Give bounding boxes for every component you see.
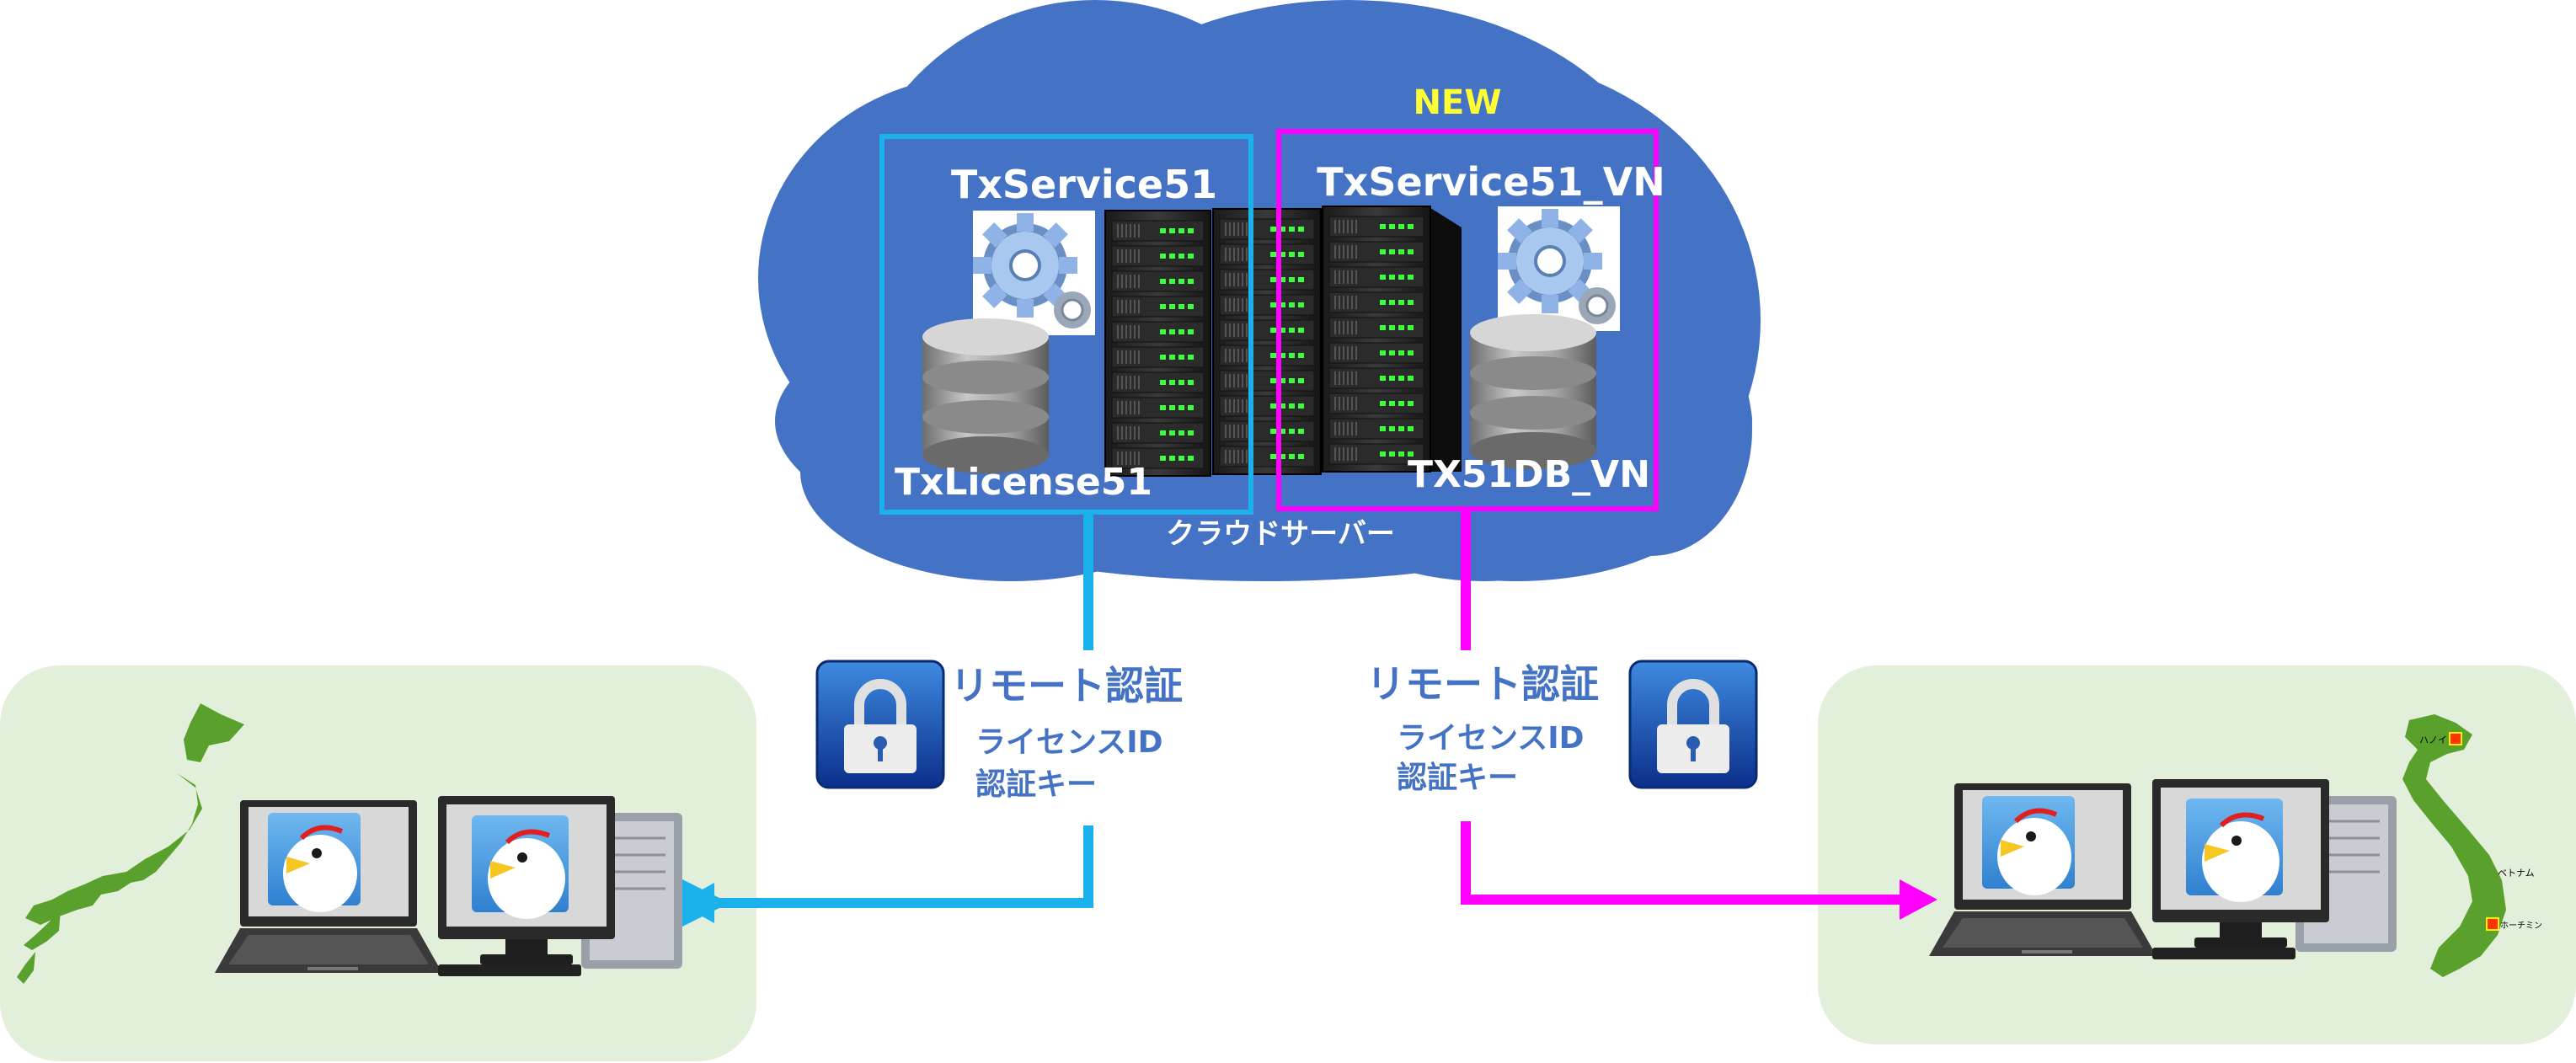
map-label-hanoi: ハノイ bbox=[2419, 734, 2447, 745]
auth-right-title: リモート認証 bbox=[1366, 661, 1599, 707]
left-database-label: TxLicense51 bbox=[895, 461, 1152, 504]
gear-icon bbox=[973, 211, 1095, 335]
database-icon bbox=[922, 318, 1049, 473]
left-service-box bbox=[879, 134, 1253, 515]
bird-avatar-icon bbox=[268, 813, 361, 912]
map-label-hcmc: ホーチミン bbox=[2500, 921, 2542, 931]
lock-icon bbox=[815, 660, 945, 789]
left-connection-line bbox=[628, 512, 1093, 953]
cloud-server-label: クラウドサーバー bbox=[1166, 517, 1395, 551]
right-arrow-head bbox=[1900, 879, 1937, 920]
bird-avatar-icon bbox=[1982, 796, 2075, 895]
right-database-label: TX51DB_VN bbox=[1408, 453, 1650, 496]
database-icon bbox=[1470, 314, 1596, 469]
vietnam-map: ハノイ ベトナム ホーチミン bbox=[2402, 714, 2542, 977]
new-badge: NEW bbox=[1414, 83, 1502, 122]
japan-map bbox=[17, 703, 244, 984]
server-rack-icon bbox=[1104, 206, 1462, 477]
gear-icon bbox=[1498, 206, 1620, 331]
auth-right-line1: ライセンスID bbox=[1397, 721, 1585, 756]
auth-left-line2: 認証キー bbox=[975, 767, 1097, 802]
map-label-vietnam: ベトナム bbox=[2498, 868, 2535, 879]
right-connection-line bbox=[1461, 509, 1900, 905]
bird-avatar-icon bbox=[472, 815, 569, 919]
lock-icon bbox=[1628, 660, 1758, 789]
left-service-label: TxService51 bbox=[951, 162, 1217, 207]
auth-left-line1: ライセンスID bbox=[975, 725, 1163, 760]
auth-right-line2: 認証キー bbox=[1397, 761, 1518, 795]
bird-avatar-icon bbox=[2186, 799, 2283, 902]
left-arrow-head bbox=[678, 883, 714, 923]
auth-left-title: リモート認証 bbox=[950, 663, 1183, 708]
right-service-label: TxService51_VN bbox=[1317, 159, 1665, 205]
